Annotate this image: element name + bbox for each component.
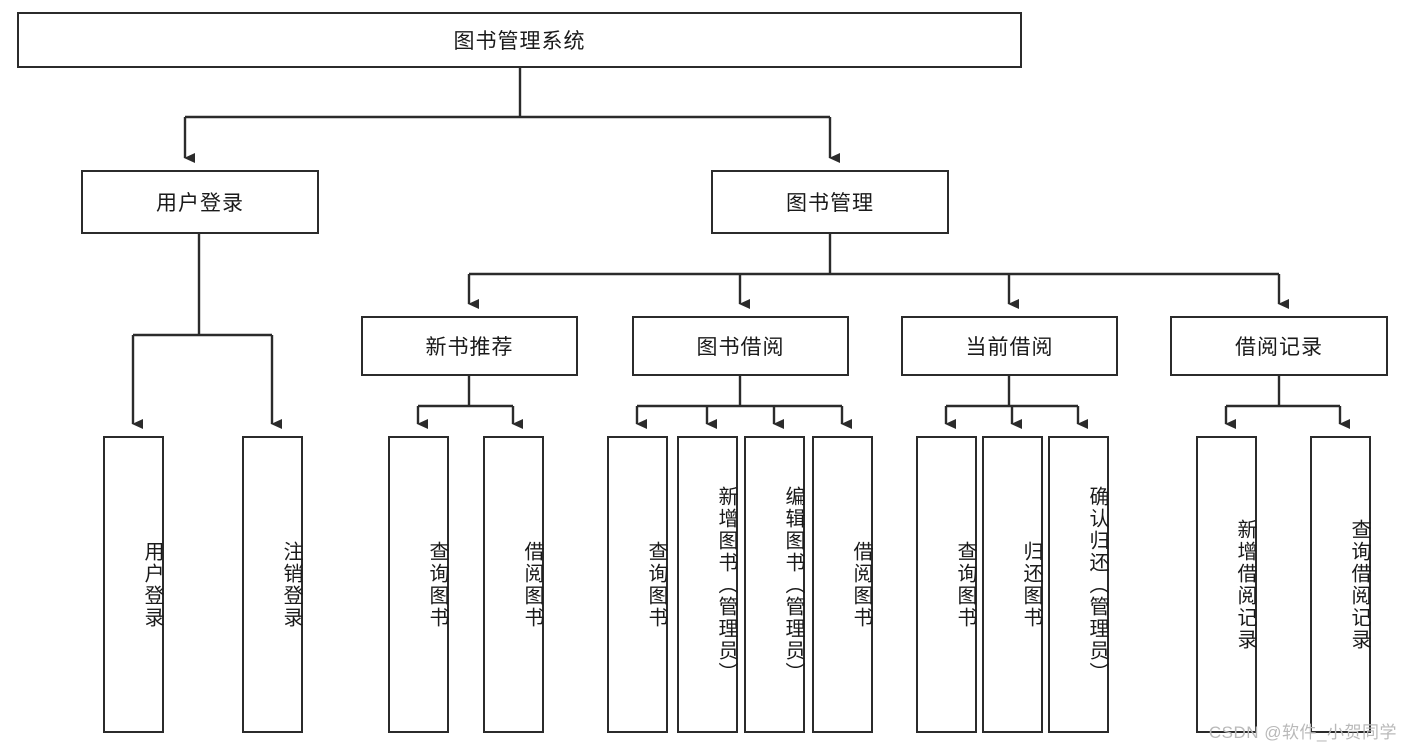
- leaf-logout[interactable]: 注销登录: [242, 436, 303, 733]
- leaf-add-borrow-record[interactable]: 新增借阅记录: [1196, 436, 1257, 733]
- node-book-borrow[interactable]: 图书借阅: [632, 316, 849, 376]
- node-label: 新书推荐: [425, 336, 514, 359]
- node-label: 新增借阅记录: [1234, 518, 1256, 651]
- node-label: 查询图书: [426, 540, 448, 629]
- node-label: 借阅图书: [850, 540, 872, 629]
- leaf-query-book-recommend[interactable]: 查询图书: [388, 436, 449, 733]
- node-current-borrow[interactable]: 当前借阅: [901, 316, 1118, 376]
- leaf-query-book-borrow[interactable]: 查询图书: [607, 436, 668, 733]
- node-label: 确认归还（管理员）: [1086, 485, 1108, 684]
- node-label: 查询借阅记录: [1348, 518, 1370, 651]
- node-label: 借阅记录: [1235, 336, 1323, 359]
- leaf-edit-book-admin[interactable]: 编辑图书（管理员）: [744, 436, 805, 733]
- node-label: 查询图书: [645, 540, 667, 629]
- node-label: 图书管理系统: [453, 30, 586, 53]
- leaf-return-book[interactable]: 归还图书: [982, 436, 1043, 733]
- node-label: 归还图书: [1020, 540, 1042, 629]
- node-label: 图书借阅: [696, 336, 785, 359]
- node-label: 编辑图书（管理员）: [782, 485, 804, 684]
- watermark: CSDN @软件_小贺同学: [1208, 723, 1397, 742]
- node-label: 借阅图书: [521, 540, 543, 629]
- node-label: 用户登录: [156, 192, 244, 215]
- node-root[interactable]: 图书管理系统: [17, 12, 1022, 68]
- leaf-query-borrow-record[interactable]: 查询借阅记录: [1310, 436, 1371, 733]
- node-label: 新增图书（管理员）: [715, 485, 737, 684]
- leaf-borrow-book[interactable]: 借阅图书: [812, 436, 873, 733]
- node-label: 当前借阅: [965, 336, 1054, 359]
- node-book-management[interactable]: 图书管理: [711, 170, 949, 234]
- node-user-login[interactable]: 用户登录: [81, 170, 319, 234]
- node-label: 查询图书: [954, 540, 976, 629]
- node-label: 注销登录: [280, 540, 302, 629]
- node-label: 图书管理: [786, 192, 874, 215]
- leaf-confirm-return-admin[interactable]: 确认归还（管理员）: [1048, 436, 1109, 733]
- leaf-user-login[interactable]: 用户登录: [103, 436, 164, 733]
- node-label: 用户登录: [141, 540, 163, 629]
- node-new-book-recommend[interactable]: 新书推荐: [361, 316, 578, 376]
- node-borrow-record[interactable]: 借阅记录: [1170, 316, 1388, 376]
- leaf-borrow-book-recommend[interactable]: 借阅图书: [483, 436, 544, 733]
- leaf-query-book-current[interactable]: 查询图书: [916, 436, 977, 733]
- leaf-add-book-admin[interactable]: 新增图书（管理员）: [677, 436, 738, 733]
